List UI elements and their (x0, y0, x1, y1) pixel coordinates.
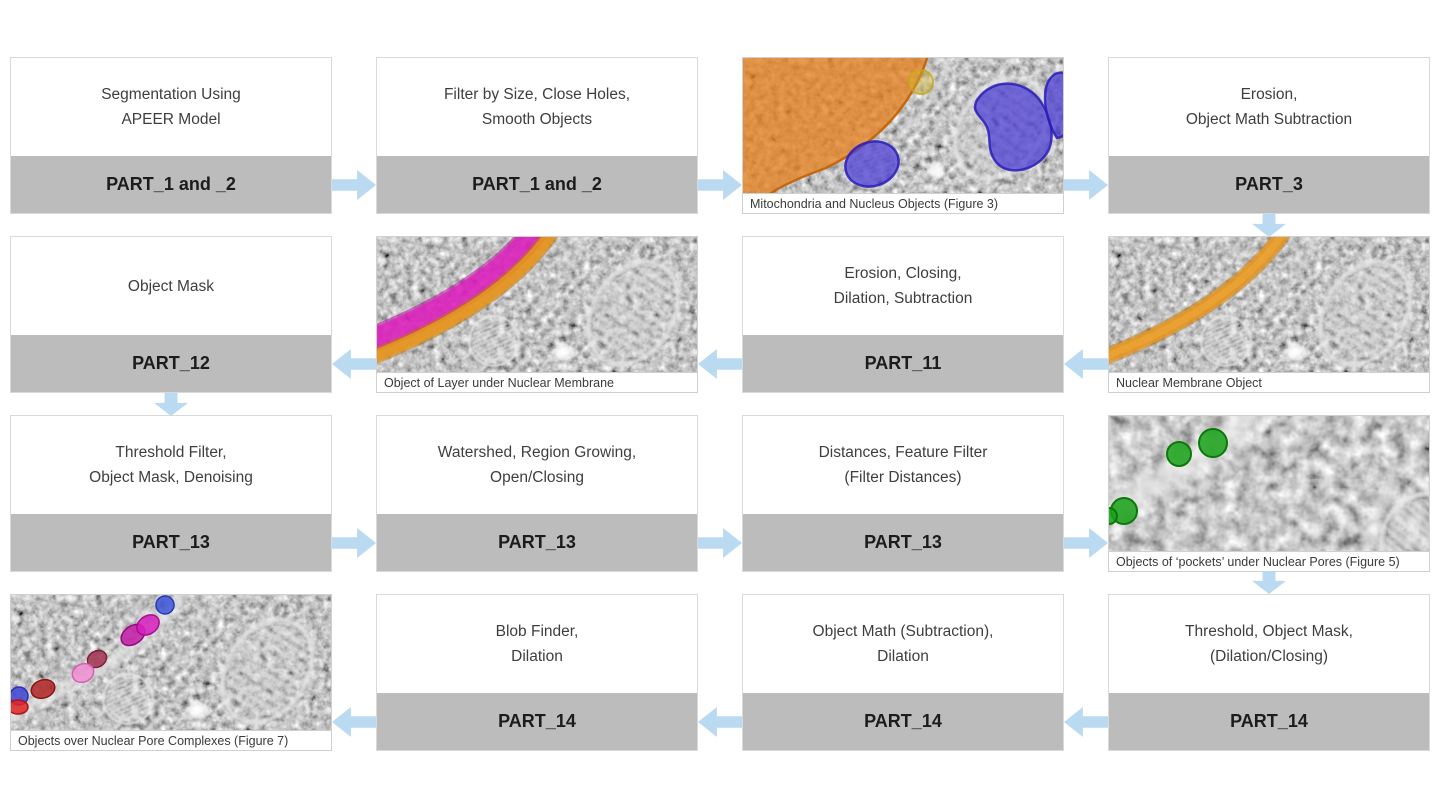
step-line: Dilation (511, 648, 563, 665)
step-line: Smooth Objects (481, 111, 593, 128)
step-line: Open/Closing (490, 469, 584, 486)
em-micrograph-figure7 (11, 595, 331, 730)
figure-nuclear-membrane: Nuclear Membrane Object (1108, 236, 1430, 393)
step-line: Threshold Filter, (115, 444, 227, 461)
step-line: Object Mask (127, 277, 215, 295)
step-erosion-closing-dilation-subtraction: Erosion, Closing, Dilation, Subtraction … (742, 236, 1064, 393)
step-line: Object Math (Subtraction), (812, 623, 994, 640)
step-distances-feature-filter: Distances, Feature Filter (Filter Distan… (742, 415, 1064, 572)
step-line: Dilation, Subtraction (833, 290, 973, 307)
step-line: Object Math Subtraction (1185, 111, 1353, 128)
figure-caption: Nuclear Membrane Object (1109, 372, 1429, 392)
step-line: Distances, Feature Filter (818, 444, 988, 461)
step-line: Object Mask, Denoising (89, 469, 253, 486)
step-threshold-filter-object-mask-denoising: Threshold Filter, Object Mask, Denoising… (10, 415, 332, 572)
step-description: Threshold Filter, Object Mask, Denoising (11, 416, 331, 514)
step-line: Erosion, Closing, (844, 265, 962, 282)
step-line: APEER Model (121, 111, 221, 128)
part-label: PART_11 (743, 335, 1063, 392)
figure-pockets-under-nuclear-pores: Objects of ‘pockets’ under Nuclear Pores… (1108, 415, 1430, 572)
step-line: (Filter Distances) (844, 469, 962, 486)
step-line: Watershed, Region Growing, (437, 444, 637, 461)
figure-nuclear-pore-complexes: Objects over Nuclear Pore Complexes (Fig… (10, 594, 332, 751)
arrow-down-icon (154, 393, 188, 416)
step-description: Filter by Size, Close Holes, Smooth Obje… (377, 58, 697, 156)
part-label: PART_14 (743, 693, 1063, 750)
arrow-left-icon (698, 349, 742, 379)
step-line: Blob Finder, (495, 623, 579, 640)
step-description: Object Mask (11, 237, 331, 335)
part-label: PART_12 (11, 335, 331, 392)
part-label: PART_13 (743, 514, 1063, 571)
part-label: PART_1 and _2 (377, 156, 697, 213)
arrow-right-icon (332, 170, 376, 200)
arrow-left-icon (1064, 349, 1108, 379)
arrow-right-icon (698, 170, 742, 200)
step-description: Object Math (Subtraction), Dilation (743, 595, 1063, 693)
step-watershed-region-growing: Watershed, Region Growing, Open/Closing … (376, 415, 698, 572)
step-blob-finder-dilation: Blob Finder, Dilation PART_14 (376, 594, 698, 751)
step-threshold-object-mask-dilation-closing: Threshold, Object Mask, (Dilation/Closin… (1108, 594, 1430, 751)
step-line: (Dilation/Closing) (1209, 648, 1328, 665)
step-description: Watershed, Region Growing, Open/Closing (377, 416, 697, 514)
step-line: Threshold, Object Mask, (1185, 623, 1353, 640)
part-label: PART_13 (11, 514, 331, 571)
step-description: Erosion, Closing, Dilation, Subtraction (743, 237, 1063, 335)
step-description: Threshold, Object Mask, (Dilation/Closin… (1109, 595, 1429, 693)
step-description: Erosion, Object Math Subtraction (1109, 58, 1429, 156)
figure-mitochondria-nucleus: Mitochondria and Nucleus Objects (Figure… (742, 57, 1064, 214)
step-erosion-object-math-subtraction: Erosion, Object Math Subtraction PART_3 (1108, 57, 1430, 214)
arrow-down-icon (1252, 214, 1286, 237)
figure-caption: Objects over Nuclear Pore Complexes (Fig… (11, 730, 331, 750)
figure-caption: Mitochondria and Nucleus Objects (Figure… (743, 193, 1063, 213)
arrow-left-icon (1064, 707, 1108, 737)
step-line: Filter by Size, Close Holes, (443, 86, 631, 103)
arrow-left-icon (332, 707, 376, 737)
step-object-mask: Object Mask PART_12 (10, 236, 332, 393)
step-description: Segmentation Using APEER Model (11, 58, 331, 156)
step-segmentation-apeer: Segmentation Using APEER Model PART_1 an… (10, 57, 332, 214)
em-micrograph-figure3 (743, 58, 1063, 193)
em-micrograph-figure5 (1109, 416, 1429, 551)
figure-caption: Object of Layer under Nuclear Membrane (377, 372, 697, 392)
arrow-left-icon (698, 707, 742, 737)
part-label: PART_14 (1109, 693, 1429, 750)
figure-caption: Objects of ‘pockets’ under Nuclear Pores… (1109, 551, 1429, 571)
arrow-right-icon (1064, 528, 1108, 558)
part-label: PART_13 (377, 514, 697, 571)
step-description: Distances, Feature Filter (Filter Distan… (743, 416, 1063, 514)
part-label: PART_3 (1109, 156, 1429, 213)
step-line: Erosion, (1240, 86, 1298, 103)
step-line: Segmentation Using (101, 86, 241, 103)
step-object-math-subtraction-dilation: Object Math (Subtraction), Dilation PART… (742, 594, 1064, 751)
figure-layer-under-nuclear-membrane: Object of Layer under Nuclear Membrane (376, 236, 698, 393)
arrow-left-icon (332, 349, 376, 379)
arrow-right-icon (698, 528, 742, 558)
arrow-right-icon (1064, 170, 1108, 200)
step-description: Blob Finder, Dilation (377, 595, 697, 693)
step-filter-size-close-holes: Filter by Size, Close Holes, Smooth Obje… (376, 57, 698, 214)
em-micrograph-nuclear-membrane (1109, 237, 1429, 372)
arrow-right-icon (332, 528, 376, 558)
part-label: PART_14 (377, 693, 697, 750)
em-micrograph-layer-under-membrane (377, 237, 697, 372)
part-label: PART_1 and _2 (11, 156, 331, 213)
arrow-down-icon (1252, 571, 1286, 594)
step-line: Dilation (877, 648, 929, 665)
